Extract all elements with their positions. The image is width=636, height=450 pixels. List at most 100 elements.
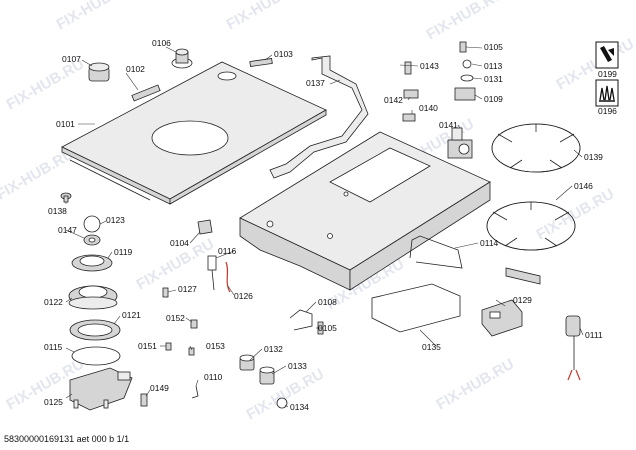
callout-0134: 0134 bbox=[290, 402, 309, 412]
callout-0115: 0115 bbox=[44, 342, 63, 352]
screw-0143 bbox=[404, 61, 412, 75]
watermark-text: FIX-HUB.RU bbox=[434, 355, 518, 413]
callout-0121: 0121 bbox=[122, 310, 141, 320]
callout-0153: 0153 bbox=[206, 341, 225, 351]
power-cord-0111 bbox=[565, 315, 581, 381]
part-0127 bbox=[162, 287, 169, 298]
callout-0106: 0106 bbox=[152, 38, 171, 48]
callout-0143: 0143 bbox=[420, 61, 439, 71]
callout-0125: 0125 bbox=[44, 397, 63, 407]
callout-0132: 0132 bbox=[264, 344, 283, 354]
igniter-wire-0126 bbox=[225, 261, 231, 293]
callout-0103: 0103 bbox=[274, 49, 293, 59]
callout-0196: 0196 bbox=[598, 106, 617, 116]
screw-0138 bbox=[60, 192, 72, 203]
burner-head-0122 bbox=[68, 285, 118, 310]
bracket-0108 bbox=[289, 309, 313, 331]
watermark-text: FIX-HUB.RU bbox=[554, 35, 636, 93]
callout-0139: 0139 bbox=[584, 152, 603, 162]
callout-0101: 0101 bbox=[56, 119, 75, 129]
igniter-electrode-0116 bbox=[207, 255, 217, 291]
callout-0122: 0122 bbox=[44, 297, 63, 307]
part-bar-0102 bbox=[131, 84, 161, 102]
gas-valve-0141 bbox=[447, 127, 473, 159]
callout-0105b: 0105 bbox=[318, 323, 337, 333]
callout-0108: 0108 bbox=[318, 297, 337, 307]
document-footer: 58300000169131 aet 000 b 1/1 bbox=[4, 434, 130, 444]
bracket-0109 bbox=[454, 87, 476, 101]
callout-0149: 0149 bbox=[150, 383, 169, 393]
part-0151 bbox=[165, 342, 172, 351]
leader-lines bbox=[65, 46, 584, 408]
o-ring-0134 bbox=[276, 397, 288, 409]
callout-0141: 0141 bbox=[439, 120, 458, 130]
callout-0147: 0147 bbox=[58, 225, 77, 235]
watermark-text: FIX-HUB.RU bbox=[224, 0, 308, 33]
watermark-text: FIX-HUB.RU bbox=[424, 0, 508, 43]
pan-support-0139 bbox=[491, 123, 581, 173]
callout-0102: 0102 bbox=[126, 64, 145, 74]
callout-0137: 0137 bbox=[306, 78, 325, 88]
watermark-text: FIX-HUB.RU bbox=[54, 0, 138, 33]
callout-0119: 0119 bbox=[114, 247, 133, 257]
callout-0114: 0114 bbox=[480, 238, 499, 248]
burner-cap-0119 bbox=[71, 254, 113, 272]
callout-0116: 0116 bbox=[218, 246, 237, 256]
watermark-text: FIX-HUB.RU bbox=[4, 55, 88, 113]
part-rod-0103 bbox=[249, 58, 273, 67]
burner-base-0125 bbox=[69, 367, 133, 411]
callout-0111: 0111 bbox=[585, 330, 603, 340]
gas-flame-icon bbox=[595, 79, 619, 107]
part-0152 bbox=[190, 319, 198, 329]
frame-0135 bbox=[371, 283, 461, 333]
burner-ring-0121 bbox=[69, 319, 121, 341]
callout-0113: 0113 bbox=[484, 61, 503, 71]
callout-0199: 0199 bbox=[598, 69, 617, 79]
ring-0123 bbox=[83, 215, 101, 233]
callout-0142: 0142 bbox=[384, 95, 403, 105]
manual-book-icon bbox=[595, 41, 619, 69]
callout-0129: 0129 bbox=[513, 295, 532, 305]
part-0129-cover bbox=[505, 267, 541, 285]
callout-0140: 0140 bbox=[419, 103, 438, 113]
spring-0149 bbox=[140, 393, 148, 407]
seal-0131 bbox=[460, 74, 474, 82]
glass-top-plate bbox=[61, 61, 327, 205]
watermark-text: FIX-HUB.RU bbox=[534, 185, 618, 243]
callout-0152: 0152 bbox=[166, 313, 185, 323]
watermark-text: FIX-HUB.RU bbox=[244, 365, 328, 423]
callout-0146: 0146 bbox=[574, 181, 593, 191]
washer-0113 bbox=[462, 59, 472, 69]
control-knob-0106 bbox=[171, 48, 193, 69]
nozzle-0132 bbox=[239, 354, 255, 371]
part-0140 bbox=[402, 113, 416, 122]
ignition-module-0129 bbox=[481, 299, 523, 337]
callout-0105: 0105 bbox=[484, 42, 503, 52]
part-0142 bbox=[403, 89, 419, 99]
callout-0126: 0126 bbox=[234, 291, 253, 301]
callout-0109: 0109 bbox=[484, 94, 503, 104]
callout-0131: 0131 bbox=[484, 74, 503, 84]
pan-support-0146 bbox=[486, 201, 576, 251]
clip-0104 bbox=[197, 219, 213, 235]
callout-0151: 0151 bbox=[138, 341, 157, 351]
part-0153 bbox=[188, 347, 195, 356]
burner-cap-small-0147 bbox=[83, 234, 101, 246]
callout-0110: 0110 bbox=[204, 372, 223, 382]
callout-0104: 0104 bbox=[170, 238, 189, 248]
callout-0133: 0133 bbox=[288, 361, 307, 371]
callout-0127: 0127 bbox=[178, 284, 197, 294]
callout-0138: 0138 bbox=[48, 206, 67, 216]
callout-0123: 0123 bbox=[106, 215, 125, 225]
callout-0135: 0135 bbox=[422, 342, 441, 352]
callout-0107: 0107 bbox=[62, 54, 81, 64]
screw-0105 bbox=[459, 41, 467, 53]
bracket-0114 bbox=[409, 235, 463, 269]
part-0110 bbox=[191, 385, 199, 399]
seal-0115 bbox=[71, 346, 121, 366]
callout-labels: 0106 0107 0102 0103 0101 0137 0143 0142 … bbox=[44, 38, 617, 412]
nozzle-0133 bbox=[259, 366, 275, 385]
part-cap-0107 bbox=[88, 62, 110, 82]
gas-pipe-0137 bbox=[269, 55, 369, 179]
